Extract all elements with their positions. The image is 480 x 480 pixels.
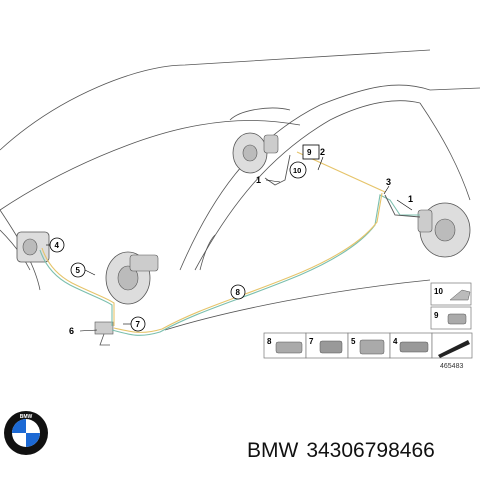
brand-name: BMW [247,439,299,462]
legend-label-5: 5 [351,337,356,346]
brake-line-front-left-yellow [41,247,115,326]
brake-line-front-left [39,249,113,326]
diagram-reference-number: 465483 [440,363,463,370]
callout-1-rear: 1 [396,194,413,211]
legend-item-9: 9 [430,306,472,330]
callout-2: 2 [317,147,325,171]
legend-item-10: 10 [430,282,472,306]
callout-8: 8 [230,284,246,300]
callout-1-front: 1 [256,175,281,185]
legend-label-8: 8 [267,337,272,346]
car-outline [0,49,480,331]
bmw-logo: BMW [4,411,48,455]
brake-line-rear-hose [384,194,421,218]
legend-label-9: 9 [434,311,439,320]
legend-label-10: 10 [434,287,443,296]
callout-label-5: 5 [76,266,81,275]
callout-label-4: 4 [55,241,60,250]
brake-booster [105,251,159,305]
part-number: 34306798466 [306,439,435,462]
front-right-brake-disc [232,132,279,174]
callout-label-3: 3 [386,177,391,187]
parts-legend: 10 9 8 7 5 4 [263,282,473,370]
callout-4: 4 [46,237,65,253]
legend-item-8: 8 [263,332,307,359]
callout-5: 5 [70,262,96,278]
callout-label-8: 8 [236,288,241,297]
legend-item-5: 5 [347,332,391,359]
pipe-direction-arrow-icon [438,340,470,358]
legend-label-4: 4 [393,337,398,346]
callout-9: 9 [302,144,320,160]
callout-7: 7 [123,316,146,332]
brake-line-main-green [111,194,420,336]
callout-6: 6 [69,326,98,336]
brake-line-front-right [264,154,291,186]
logo-lettering: BMW [20,414,33,420]
part-identifier: BMW 34306798466 [247,439,443,463]
legend-item-arrow [431,332,473,359]
legend-item-4: 4 [389,332,433,359]
callout-label-9: 9 [307,148,312,157]
callout-10: 10 [289,161,307,179]
callout-label-2: 2 [320,147,325,157]
legend-item-7: 7 [305,332,349,359]
callout-label-1-front: 1 [256,175,261,185]
callout-label-6: 6 [69,326,74,336]
front-left-brake-caliper [16,231,50,263]
callout-label-7: 7 [136,320,141,329]
callout-3: 3 [383,177,391,195]
rear-brake-disc [417,202,471,258]
abs-unit [94,321,114,346]
legend-label-7: 7 [309,337,314,346]
brake-lines [39,151,421,336]
callout-label-1-rear: 1 [408,194,413,204]
callout-label-10: 10 [293,166,301,175]
